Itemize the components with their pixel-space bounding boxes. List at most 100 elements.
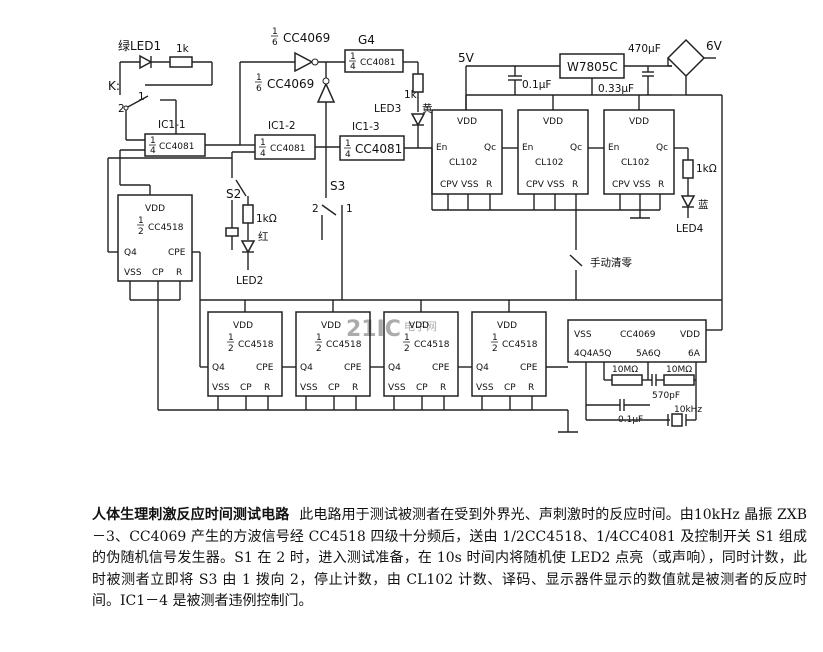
svg-text:CP: CP	[328, 383, 340, 393]
watermark-logo: 21IC	[346, 317, 401, 342]
ic1-2-label: IC1-2	[268, 120, 296, 132]
svg-text:6A: 6A	[688, 349, 701, 359]
svg-text:CC4518: CC4518	[502, 340, 538, 350]
cl102-chip-3: VDD En Qc CL102 CPV VSS R	[603, 109, 675, 195]
crystal-label: 10kHz	[674, 405, 702, 415]
svg-text:CPV: CPV	[526, 180, 545, 190]
svg-text:Q4: Q4	[124, 248, 137, 258]
svg-text:1: 1	[404, 333, 410, 343]
svg-text:VSS: VSS	[633, 180, 651, 190]
ic1-3-gate: IC1-3 1 4 CC4081	[339, 121, 432, 161]
svg-text:R: R	[528, 383, 534, 393]
svg-text:Qc: Qc	[656, 143, 668, 153]
switch-s3-pos2: 2	[312, 203, 319, 215]
capacitor-01uf-label: 0.1μF	[522, 79, 551, 91]
svg-text:CPE: CPE	[432, 363, 450, 373]
resistor-1kohm-d	[682, 159, 694, 179]
resistor-1k-a	[169, 56, 193, 68]
svg-text:CPE: CPE	[520, 363, 538, 373]
inverter-b-label: CC4069	[267, 77, 314, 91]
svg-text:2: 2	[228, 344, 234, 354]
svg-text:4: 4	[150, 146, 156, 156]
resistor-10m-a-label: 10MΩ	[612, 365, 638, 375]
capacitor-470uf-label: 470μF	[628, 43, 661, 55]
svg-text:1: 1	[228, 333, 234, 343]
svg-text:CPV: CPV	[440, 180, 459, 190]
svg-text:VDD: VDD	[457, 117, 477, 127]
svg-text:VSS: VSS	[388, 383, 406, 393]
watermark-sub: 电子网	[404, 320, 437, 333]
resistor-10m-b	[663, 374, 695, 386]
switch-k-lever[interactable]	[125, 95, 149, 109]
circuit-schematic: 绿LED1 1k K: 1 2 IC1-1 1 4 CC4081 1	[107, 27, 723, 433]
bridge-rectifier-icon	[666, 38, 706, 78]
svg-text:4Q4A5Q: 4Q4A5Q	[574, 349, 612, 359]
svg-text:CPE: CPE	[256, 363, 274, 373]
svg-text:CP: CP	[416, 383, 428, 393]
svg-text:1: 1	[256, 73, 262, 83]
svg-text:CP: CP	[504, 383, 516, 393]
switch-s2-lever[interactable]	[235, 179, 247, 197]
ic1-3-part: CC4081	[355, 142, 402, 156]
svg-text:CC4518: CC4518	[148, 223, 184, 233]
svg-text:1: 1	[350, 52, 356, 62]
switch-s3-lever[interactable]	[321, 204, 337, 216]
svg-text:VSS: VSS	[461, 180, 479, 190]
g4-label: G4	[358, 33, 375, 47]
svg-text:4: 4	[350, 62, 356, 72]
svg-text:CC4518: CC4518	[414, 340, 450, 350]
inverter-b-icon	[316, 82, 336, 103]
led3-label: LED3	[374, 103, 401, 115]
svg-text:CPE: CPE	[344, 363, 362, 373]
svg-text:CL102: CL102	[449, 158, 477, 168]
ic1-2-gate: IC1-2 1 4 CC4081	[240, 120, 340, 160]
svg-text:4: 4	[345, 150, 351, 160]
svg-text:Q4: Q4	[212, 363, 225, 373]
svg-text:VSS: VSS	[212, 383, 230, 393]
svg-text:VDD: VDD	[409, 321, 429, 331]
cc4518-left: VDD 1 2 CC4518 Q4 CPE VSS CP R	[107, 157, 232, 410]
svg-text:Q4: Q4	[300, 363, 313, 373]
cl102-chip-1: VDD En Qc CL102 CPV VSS R	[431, 109, 503, 195]
capacitor-570pf-label: 570pF	[652, 391, 680, 401]
manual-reset-label: 手动清零	[590, 256, 632, 269]
switch-k-pos2: 2	[118, 103, 125, 115]
svg-text:2: 2	[492, 344, 498, 354]
svg-text:VSS: VSS	[574, 330, 592, 340]
switch-k-pos1: 1	[138, 91, 145, 103]
manual-reset-switch[interactable]: 手动清零	[569, 210, 632, 300]
power-supply: 5V 0.1μF W7805C 470μF 0.33μF 6V	[458, 38, 723, 112]
crystal-icon	[671, 413, 683, 427]
svg-text:VDD: VDD	[497, 321, 517, 331]
supply-5v-label: 5V	[458, 51, 475, 65]
ic1-1-gate: IC1-1 1 4 CC4081	[119, 100, 240, 185]
ic1-3-label: IC1-3	[352, 121, 380, 133]
switch-s2-label: S2	[226, 187, 241, 201]
svg-text:VDD: VDD	[680, 330, 700, 340]
led3-diode-icon	[410, 113, 426, 127]
svg-text:5A6Q: 5A6Q	[636, 349, 661, 359]
led1-diode-icon	[139, 54, 153, 70]
cl102-wiring: 1kΩ 蓝 LED4	[431, 94, 723, 300]
svg-text:En: En	[608, 143, 619, 153]
svg-text:Qc: Qc	[484, 143, 496, 153]
svg-text:VSS: VSS	[300, 383, 318, 393]
svg-text:En: En	[522, 143, 533, 153]
svg-text:VDD: VDD	[629, 117, 649, 127]
led4-label: LED4	[676, 223, 704, 235]
resistor-1k-c	[242, 204, 254, 224]
svg-text:CL102: CL102	[621, 158, 649, 168]
led2-label: LED2	[236, 275, 263, 287]
switch-s3-pos1: 1	[346, 203, 353, 215]
svg-text:1: 1	[316, 333, 322, 343]
s3-branch: S3 2 1	[312, 135, 353, 300]
svg-text:R: R	[440, 383, 446, 393]
watermark: 21IC 电子网	[346, 317, 437, 342]
cc4518-bottom-2: VDD 1 2 CC4518 Q4 CPE VSS CP R	[295, 311, 371, 397]
svg-text:2: 2	[404, 344, 410, 354]
g4-part: CC4081	[360, 58, 395, 68]
svg-text:CPV: CPV	[612, 180, 631, 190]
regulator-label: W7805C	[567, 60, 618, 74]
svg-text:R: R	[264, 383, 270, 393]
led4-color: 蓝	[698, 199, 709, 211]
